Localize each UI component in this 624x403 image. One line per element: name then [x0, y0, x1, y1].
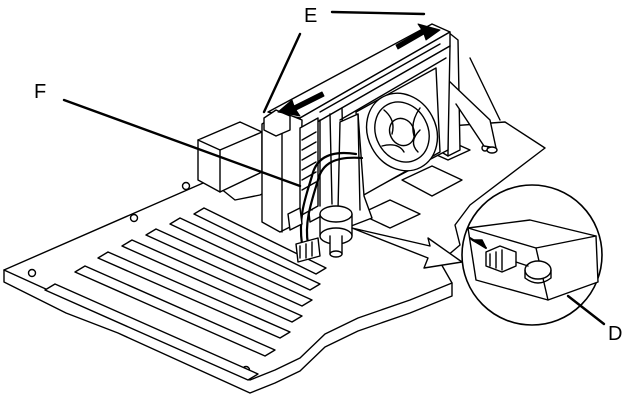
- fan-icon: [365, 92, 439, 172]
- mount-hole: [181, 181, 191, 191]
- arrow-icon: [277, 91, 325, 117]
- leader-line-e: [262, 32, 302, 114]
- detail-magnifier: [461, 184, 603, 326]
- leader-line-d: [566, 294, 606, 326]
- mount-hole: [27, 268, 37, 278]
- leader-line-e: [330, 10, 426, 16]
- expansion-slot: [44, 283, 259, 381]
- arrow-icon: [395, 23, 441, 50]
- callout-f: F: [34, 81, 46, 103]
- processor-cartridge: [267, 23, 451, 223]
- expansion-slot: [74, 265, 276, 357]
- expansion-slot: [169, 217, 321, 291]
- mount-hole: [129, 213, 139, 223]
- leader-line-f: [62, 98, 302, 188]
- fan-connector: [295, 237, 321, 263]
- expansion-slot: [121, 239, 303, 323]
- retention-tower: [261, 109, 319, 233]
- callout-e: E: [304, 5, 317, 27]
- plunger: [319, 205, 353, 258]
- expansion-slot: [193, 207, 327, 275]
- board-components: [197, 121, 471, 229]
- leader-lines: [62, 10, 606, 326]
- expansion-slot: [145, 228, 313, 307]
- board-header: [287, 207, 303, 231]
- callout-d: D: [608, 323, 622, 345]
- expansion-slot: [97, 251, 291, 339]
- expansion-slots: [44, 207, 327, 381]
